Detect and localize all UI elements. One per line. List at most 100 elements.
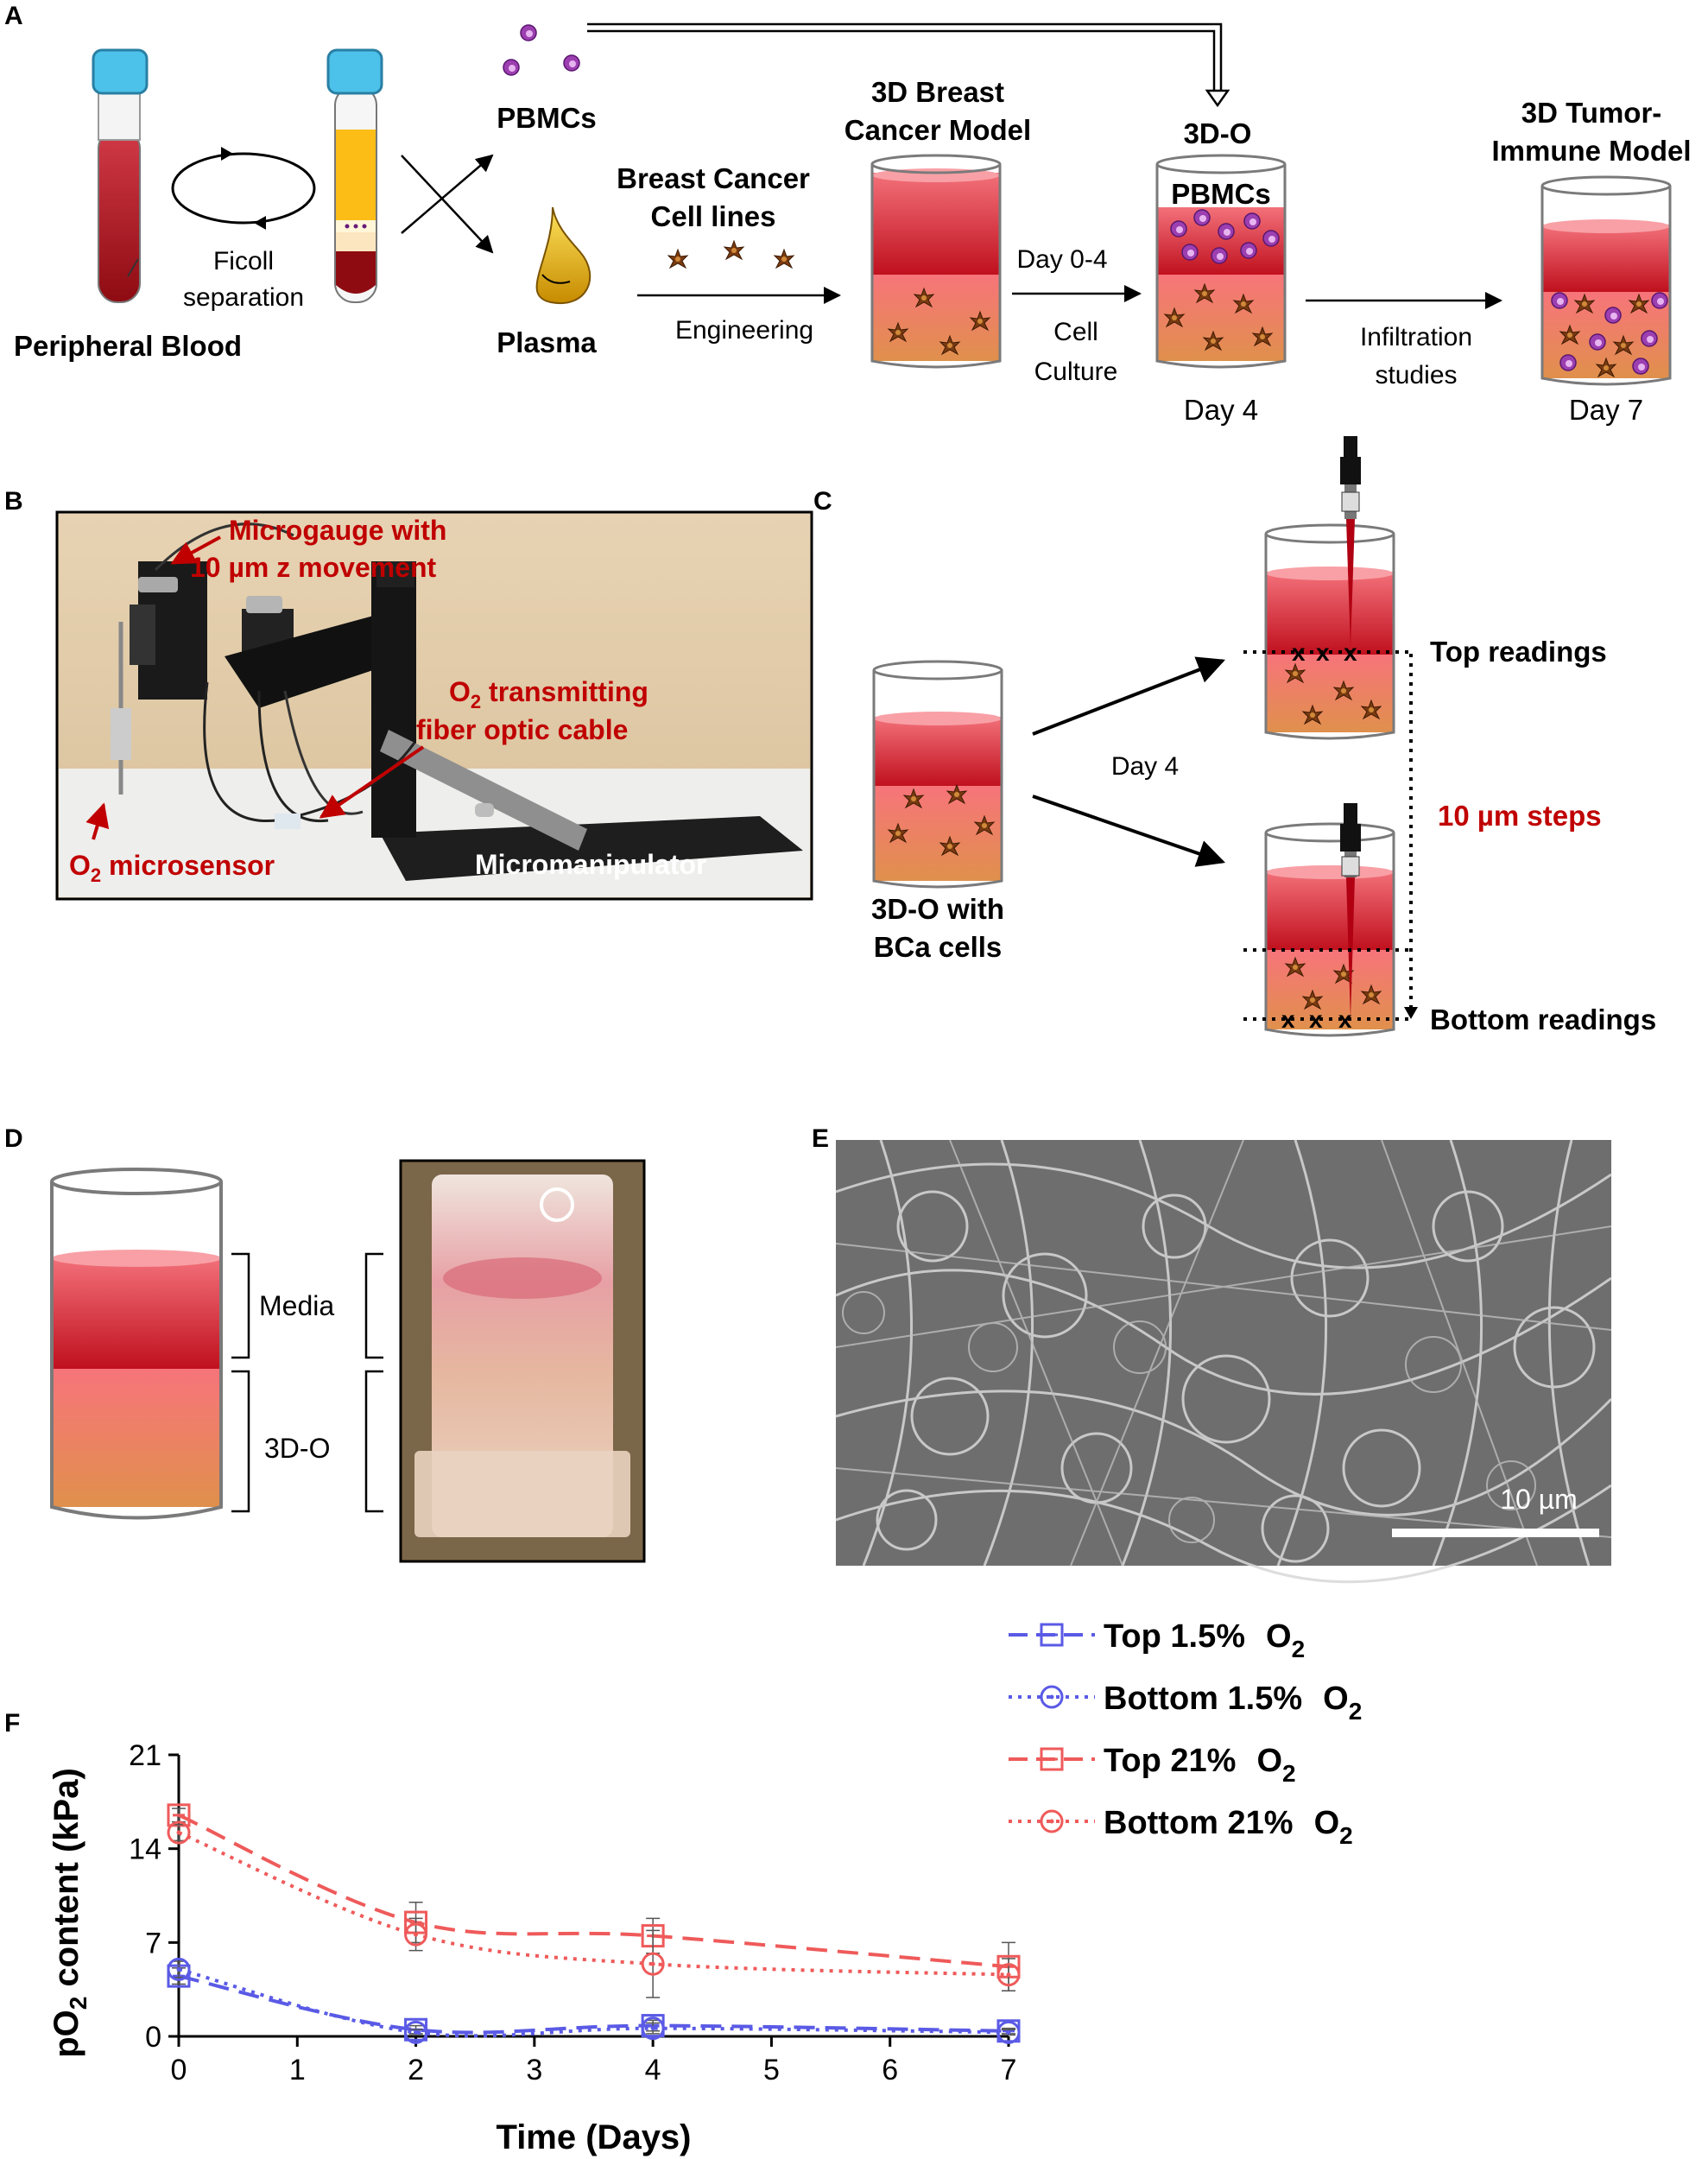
legend-label: Top 1.5%O2 (1104, 1618, 1305, 1662)
o2-transmitting-text: transmitting (481, 676, 648, 707)
legend-marker-dot (1049, 1694, 1054, 1700)
legend-sub: 2 (1339, 1822, 1353, 1849)
pbmc-icon (503, 59, 520, 76)
svg-text:x: x (1344, 639, 1357, 666)
panel-letter-d: D (4, 1124, 23, 1153)
y-tick-label: 0 (145, 2021, 161, 2054)
legend-marker (1040, 1747, 1064, 1771)
engineering-label: Engineering (675, 316, 813, 345)
data-point-3-dot (650, 1961, 655, 1966)
cell-culture-label-1: Cell (1053, 318, 1098, 346)
day7-label: Day 7 (1569, 394, 1643, 426)
scale-bar-label: 10 µm (1500, 1484, 1578, 1515)
o2-microsensor-text: microsensor (101, 850, 275, 881)
data-point-1 (996, 2020, 1021, 2044)
pbmcs-label: PBMCs (497, 102, 597, 134)
3do-pbmc-beaker (1155, 154, 1287, 369)
x-tick-label: 3 (526, 2054, 542, 2086)
x-axis-title: Time (Days) (496, 2118, 691, 2156)
data-point-3-dot (1006, 1972, 1011, 1978)
peripheral-blood-label: Peripheral Blood (14, 330, 242, 362)
panel-letter-a: A (4, 2, 23, 30)
legend-sub: 2 (1292, 1636, 1306, 1662)
o2-microsensor-o: O (69, 850, 91, 881)
ficoll-label-2: separation (183, 283, 304, 312)
panel-c: C 3D-O with BCa cells Day 4 (813, 436, 1656, 1037)
data-point-1 (641, 2017, 665, 2041)
legend-label: Bottom 21% O2 (1104, 1805, 1353, 1849)
microgauge-label-2: 10 µm z movement (190, 552, 437, 583)
cancer-cell-icon (667, 249, 688, 269)
micromanipulator-photo (55, 510, 813, 901)
legend-label: Top 21%O2 (1104, 1743, 1296, 1787)
steps-label: 10 µm steps (1438, 800, 1602, 832)
legend-o: O (1314, 1805, 1340, 1841)
legend-o: O (1323, 1681, 1349, 1717)
legend-marker (1040, 1623, 1064, 1647)
o2-microsensor-label: O2 microsensor (69, 850, 275, 886)
legend-sub: 2 (1282, 1760, 1296, 1787)
x-tick-label: 7 (1001, 2054, 1017, 2086)
3do-vial-photo (399, 1159, 646, 1563)
svg-text:x: x (1316, 639, 1330, 666)
y-tick-label: 14 (129, 1833, 161, 1866)
y-tick-label: 7 (145, 1927, 161, 1960)
media-bracket (231, 1252, 250, 1359)
y-axis-title-part: content (kPa) (47, 1768, 85, 1996)
infiltration-label-2: studies (1375, 361, 1457, 389)
o2-transmitting-sub: 2 (471, 691, 481, 712)
3do-bca-label-2: BCa cells (874, 931, 1003, 963)
3do-bracket (231, 1370, 250, 1513)
cancer-cell-icon (724, 240, 744, 260)
legend-series-name: Bottom 21% (1104, 1805, 1294, 1841)
3do-label-d: 3D-O (264, 1433, 330, 1464)
x-tick-label: 5 (763, 2054, 780, 2086)
o2-transmitting-label: O2 transmitting (449, 676, 648, 712)
x-tick-label: 2 (408, 2054, 424, 2086)
plasma-label: Plasma (497, 326, 597, 358)
panel-d: D Media 3D-O (4, 1124, 646, 1563)
o2-transmitting-o: O (449, 676, 471, 707)
cycle-arrow-icon (171, 147, 316, 230)
cell-lines-label-2: Cell lines (651, 200, 776, 232)
x-tick-label: 4 (645, 2054, 661, 2086)
data-point-1-dot (414, 2029, 419, 2035)
series-line-2 (178, 1814, 1009, 1969)
data-point-3-dot (176, 1830, 181, 1835)
fiber-label: fiber optic cable (416, 714, 628, 745)
data-point-3 (641, 1952, 665, 1976)
panel-e: E (812, 1124, 1613, 1584)
legend-marker (1040, 1685, 1064, 1709)
tumor-immune-label-2: Immune Model (1491, 135, 1691, 167)
o2-microsensor-sub: 2 (91, 864, 101, 886)
3do-bca-beaker (872, 660, 1003, 889)
data-point-3-dot (414, 1932, 419, 1937)
y-axis-title-part: pO (47, 2010, 85, 2058)
data-point-3 (167, 1820, 191, 1845)
pbmc-icon (563, 54, 580, 72)
panel-a: A Peripheral Blood Ficoll separation (4, 2, 1692, 426)
microgauge-label-1: Microgauge with (229, 515, 446, 546)
panel-letter-c: C (813, 487, 832, 516)
day04-label: Day 0-4 (1016, 245, 1107, 274)
data-point-1 (167, 1957, 191, 1981)
y-axis-title-sub: 2 (65, 1997, 92, 2010)
panel-letter-e: E (812, 1124, 829, 1153)
cell-culture-label-2: Culture (1034, 358, 1118, 386)
svg-text:x: x (1309, 1006, 1323, 1033)
cell-lines-label-1: Breast Cancer (617, 162, 810, 194)
3do-bca-label-1: 3D-O with (871, 893, 1004, 925)
data-point-3 (404, 1922, 428, 1947)
bottom-readings-label: Bottom readings (1430, 1004, 1656, 1035)
pbmc-transfer-arrow (587, 22, 1230, 108)
panel-letter-f: F (4, 1709, 20, 1738)
data-point-1-dot (650, 2026, 655, 2031)
panel-letter-b: B (4, 487, 23, 516)
blood-tube (92, 48, 149, 303)
